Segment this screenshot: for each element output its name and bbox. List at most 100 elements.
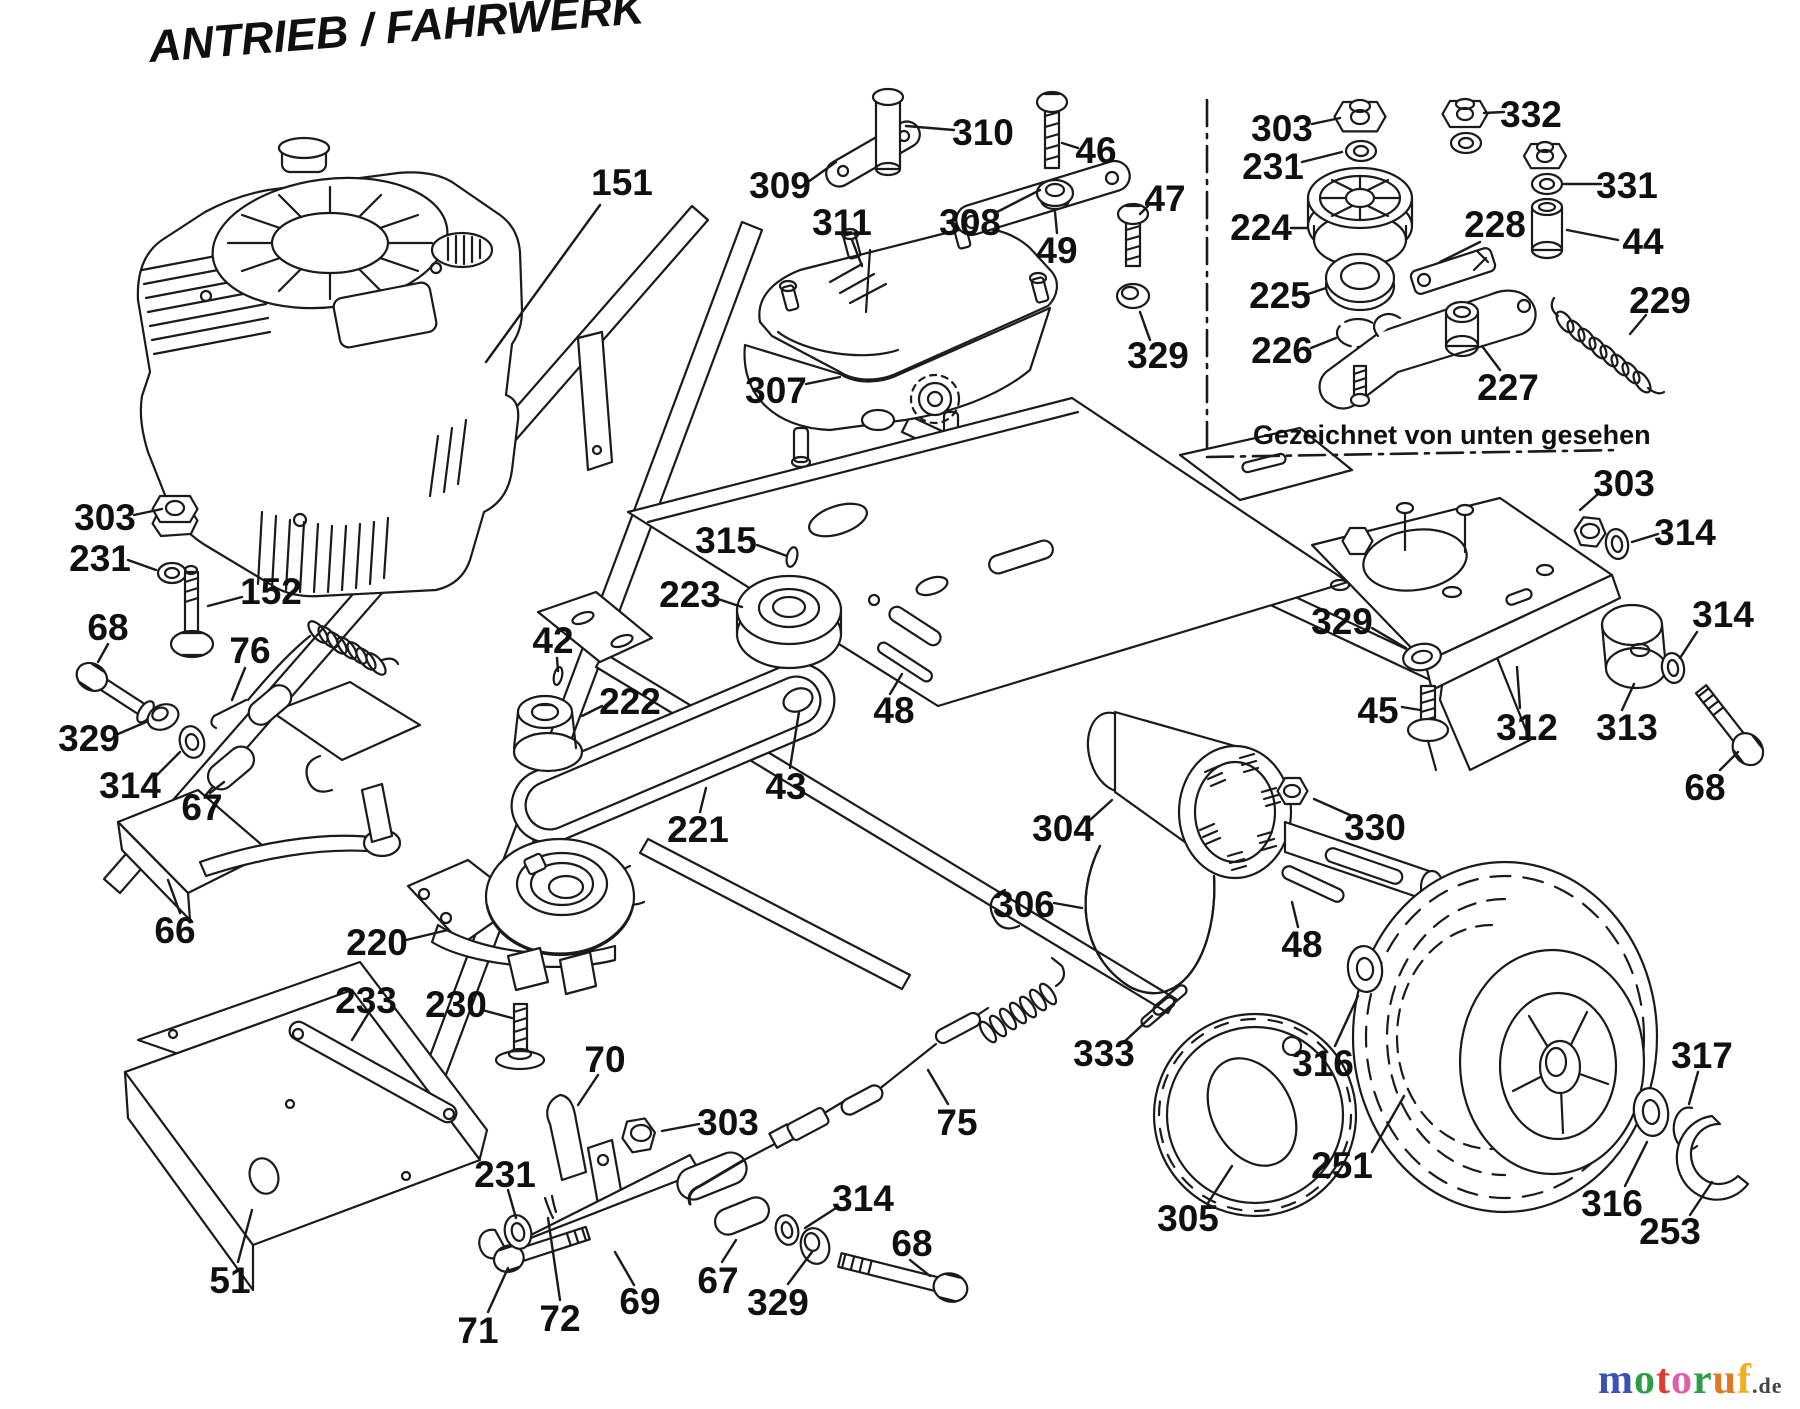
leader-line-45 <box>1400 705 1422 712</box>
wheel-251 <box>1346 860 1750 1214</box>
part-label-303: 303 <box>74 497 136 538</box>
part-label-226: 226 <box>1251 330 1313 371</box>
spring-229 <box>1550 296 1666 395</box>
top-links-and-bolts <box>825 87 1151 310</box>
part-label-307: 307 <box>745 370 807 411</box>
leader-line-314 <box>803 1206 838 1230</box>
leader-line-222 <box>580 704 604 718</box>
part-label-43: 43 <box>765 766 806 807</box>
bolt-68-left <box>75 661 155 724</box>
leader-line-151 <box>484 203 602 364</box>
bracket-227 <box>1318 289 1537 410</box>
leader-line-311 <box>850 238 864 268</box>
part-label-315: 315 <box>695 520 757 561</box>
part-label-75: 75 <box>936 1102 977 1143</box>
leader-line-305 <box>1206 1164 1234 1205</box>
leader-line-67 <box>720 1238 738 1264</box>
part-label-253: 253 <box>1639 1211 1701 1252</box>
gearbox-307 <box>743 217 1092 522</box>
part-label-224: 224 <box>1230 207 1292 248</box>
rod-76 <box>210 698 248 730</box>
part-label-329: 329 <box>1311 601 1373 642</box>
engine-151 <box>136 136 524 598</box>
leader-line-67 <box>208 780 226 795</box>
part-label-316: 316 <box>1581 1183 1643 1224</box>
spacer-44 <box>1530 197 1564 260</box>
part-label-314: 314 <box>99 765 161 806</box>
bottom-linkage <box>206 684 969 1303</box>
part-label-305: 305 <box>1157 1198 1219 1239</box>
part-label-313: 313 <box>1596 707 1658 748</box>
logo-letter: u <box>1712 1357 1738 1403</box>
leader-line-48 <box>888 672 904 696</box>
leader-line-48 <box>1290 900 1300 929</box>
bolt-152 <box>169 564 215 659</box>
inset-box: Gezeichnet von unten gesehen <box>1205 97 1666 459</box>
part-label-42: 42 <box>532 620 573 661</box>
part-label-314: 314 <box>1654 512 1716 553</box>
leader-line-330 <box>1312 797 1352 817</box>
part-label-67: 67 <box>697 1260 738 1301</box>
leader-line-231 <box>126 558 158 572</box>
bolt-68-right <box>1694 684 1765 767</box>
motoruf-logo-suffix: .de <box>1752 1373 1783 1398</box>
part-label-231: 231 <box>69 538 131 579</box>
part-label-69: 69 <box>619 1281 660 1322</box>
leader-line-51 <box>236 1208 254 1264</box>
part-label-70: 70 <box>584 1039 625 1080</box>
leader-line-329 <box>1138 310 1152 342</box>
leader-line-231 <box>506 1188 518 1220</box>
inset-caption: Gezeichnet von unten gesehen <box>1253 420 1651 450</box>
bearing-225 <box>1324 252 1396 312</box>
bolt-46 <box>1035 90 1069 170</box>
leader-line-43 <box>788 710 801 770</box>
motoruf-logo[interactable]: motoruf.de <box>1598 1356 1798 1406</box>
part-label-304: 304 <box>1032 808 1094 849</box>
leader-line-315 <box>755 543 789 558</box>
leader-line-70 <box>576 1073 600 1107</box>
logo-letter: r <box>1693 1357 1713 1403</box>
part-label-230: 230 <box>425 984 487 1025</box>
leader-line-76 <box>230 666 247 702</box>
leader-line-71 <box>486 1266 510 1314</box>
leader-line-316 <box>1623 1140 1649 1188</box>
part-label-303: 303 <box>697 1102 759 1143</box>
leader-line-229 <box>1628 313 1648 336</box>
leader-line-226 <box>1309 336 1338 350</box>
leader-line-333 <box>1122 1014 1154 1044</box>
clutch-cable-75 <box>687 956 1066 1206</box>
flange-nut-49 <box>1035 178 1075 211</box>
leader-line-152 <box>206 595 244 608</box>
part-label-310: 310 <box>952 112 1014 153</box>
part-label-251: 251 <box>1311 1145 1373 1186</box>
leader-line-309 <box>806 160 838 184</box>
leader-line-314 <box>154 750 182 778</box>
logo-letter: m <box>1598 1357 1634 1403</box>
part-label-329: 329 <box>58 718 120 759</box>
leader-line-49 <box>1053 210 1059 235</box>
leader-line-75 <box>926 1068 950 1106</box>
part-label-68: 68 <box>87 607 128 648</box>
leader-line-221 <box>698 786 708 814</box>
leader-line-303 <box>1578 492 1600 512</box>
part-label-309: 309 <box>749 165 811 206</box>
part-label-221: 221 <box>667 809 729 850</box>
leader-line-227 <box>1480 344 1502 372</box>
part-label-303: 303 <box>1251 108 1313 149</box>
part-label-311: 311 <box>812 202 872 243</box>
axle-assembly-304 <box>877 605 1445 1218</box>
part-label-225: 225 <box>1249 275 1311 316</box>
part-label-76: 76 <box>229 630 270 671</box>
part-label-47: 47 <box>1144 178 1185 219</box>
pulley-224 <box>1306 166 1414 268</box>
axle-bracket-312 <box>1310 496 1765 772</box>
part-label-71: 71 <box>457 1310 498 1351</box>
leader-line-312 <box>1515 665 1522 710</box>
part-label-68: 68 <box>891 1223 932 1264</box>
part-label-312: 312 <box>1496 707 1558 748</box>
logo-letter: o <box>1634 1357 1656 1403</box>
part-label-51: 51 <box>209 1260 250 1301</box>
leader-line-225 <box>1306 286 1328 296</box>
belt-and-pulleys <box>510 574 843 844</box>
